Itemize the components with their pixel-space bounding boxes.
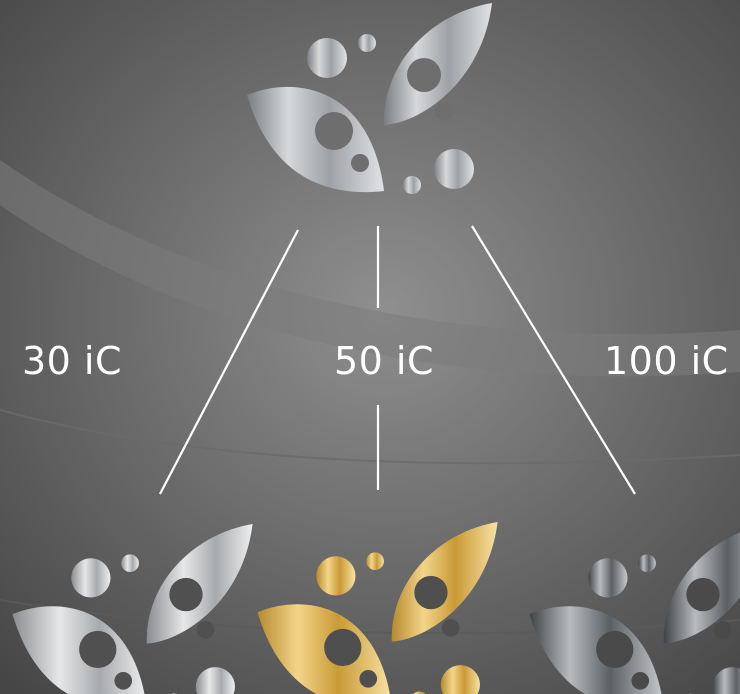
label-30-ic: 30 iC bbox=[22, 339, 123, 383]
connector-line-left bbox=[159, 229, 299, 495]
label-100-ic: 100 iC bbox=[604, 339, 729, 383]
connector-lines bbox=[159, 225, 636, 495]
label-50-ic: 50 iC bbox=[334, 339, 435, 383]
connector-line-right bbox=[471, 225, 636, 495]
